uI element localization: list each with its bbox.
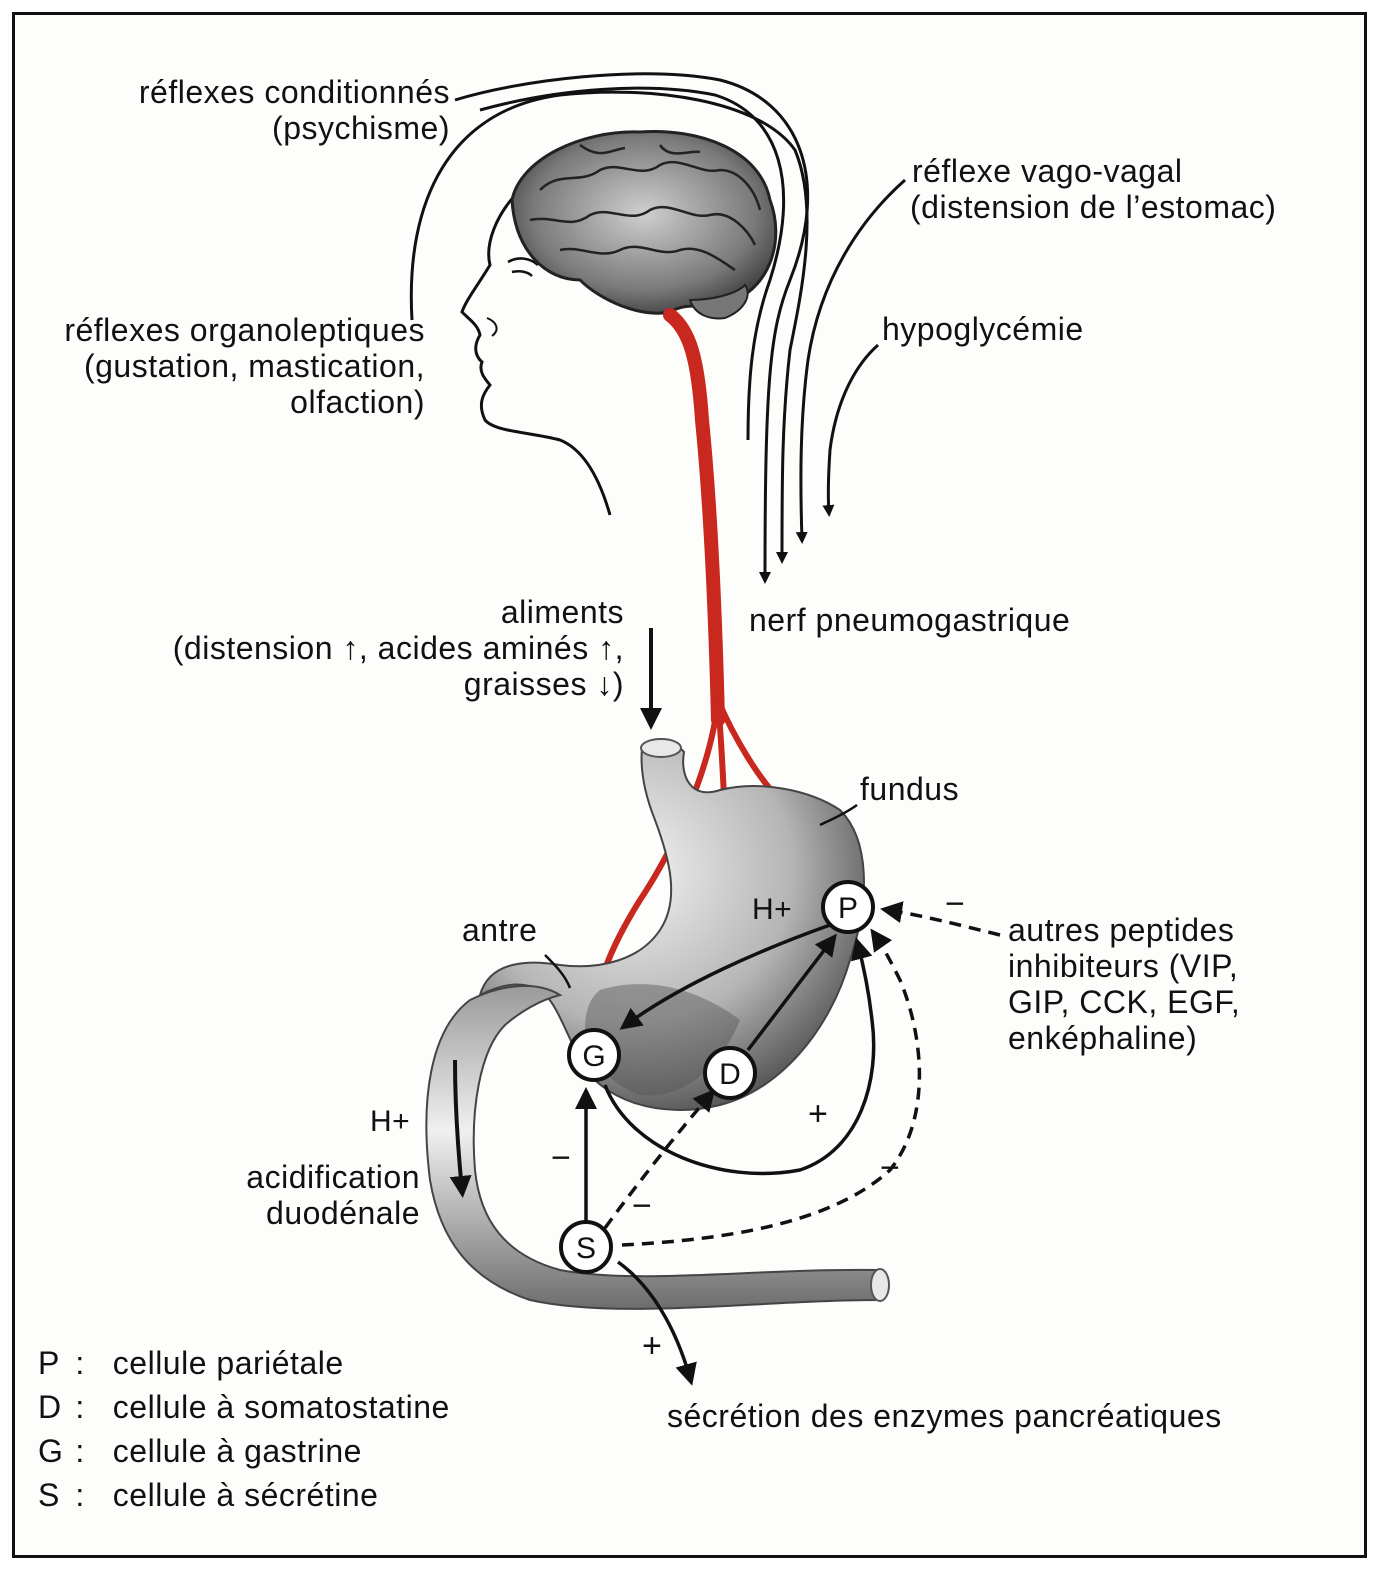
reflex-pathways [409,72,906,584]
arrow-S-to-D [603,1088,716,1230]
sign-plus-G-P: + [808,1095,828,1133]
cell-G: G [567,1028,621,1082]
stomach-illustration [478,742,865,1111]
label-nerf-pneumogastrique: nerf pneumogastrique [749,602,1071,638]
duodenum-illustration [425,984,881,1310]
nose-line [486,317,498,337]
eye-icon [507,257,539,277]
label-reflexe-vago-vagal: réflexe vago-vagal (distension de l’esto… [910,153,1277,225]
label-antre: antre [462,912,538,948]
cell-P: P [821,880,875,934]
svg-text:S: S [576,1232,596,1265]
cell-S: S [559,1220,613,1274]
cerebellum [688,283,749,320]
svg-text:D: D [719,1058,741,1091]
arrow-D-to-P [746,933,837,1052]
sign-minus-S-P: − [880,1149,900,1187]
label-fundus: fundus [860,771,960,807]
sign-minus-S-D: − [632,1187,652,1225]
regulation-arrows [575,923,876,1386]
cell-D: D [703,1046,757,1100]
legend: P : cellule pariétale D : cellule à soma… [38,1345,450,1521]
label-autres-peptides: autres peptides inhibiteurs (VIP, GIP, C… [1008,912,1241,1056]
sign-minus-peptides: − [945,885,965,923]
brain-gyri [529,143,762,272]
acidification-arrow [449,1059,472,1198]
svg-text:G: G [582,1040,605,1073]
inhibition-arrows [603,901,1001,1247]
head-profile [460,188,612,516]
label-hypoglycemie: hypoglycémie [882,311,1084,347]
label-secretion: sécrétion des enzymes pancréatiques [667,1398,1222,1434]
legend-item: P : cellule pariétale [38,1345,344,1381]
legend-item: D : cellule à somatostatine [38,1389,450,1425]
label-reflexes-organoleptiques: réflexes organoleptiques (gustation, mas… [64,312,425,420]
label-h-plus-duodenum: H+ [370,1105,411,1138]
label-h-plus-stomach: H+ [752,893,793,926]
label-reflexes-conditionnes: réflexes conditionnés (psychisme) [138,74,450,146]
svg-text:P: P [838,892,858,925]
arrow-P-to-G [619,923,831,1030]
legend-item: G : cellule à gastrine [38,1433,362,1469]
antre-pointer [544,954,572,989]
arrow-G-to-P [603,937,876,1176]
label-acidification: acidification duodénale [246,1159,420,1231]
esophagus-opening [640,738,682,758]
sign-minus-S-G: − [551,1139,571,1177]
sign-plus-S-secretion: + [642,1327,662,1365]
fundus-pointer [819,803,858,827]
arrow-peptides-to-P [880,901,1001,937]
label-aliments: aliments (distension ↑, acides aminés ↑,… [172,594,624,702]
duodenum-end [870,1268,890,1302]
arrow-S-to-secretion [616,1260,697,1386]
arrow-S-to-P [621,928,922,1247]
legend-item: S : cellule à sécrétine [38,1477,379,1513]
